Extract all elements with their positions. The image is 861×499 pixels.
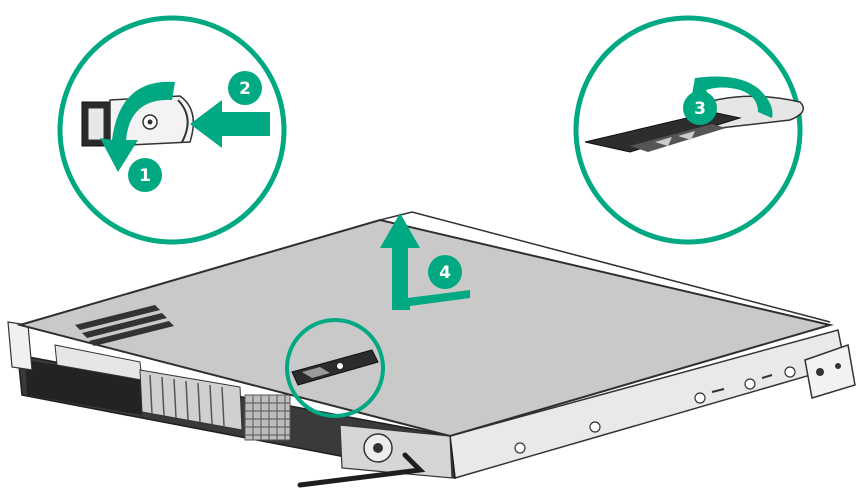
lift-up-arrow-icon — [380, 213, 470, 310]
callout-latch-open: 1 2 — [57, 15, 287, 245]
curved-up-arrow-icon — [690, 76, 773, 118]
callout-latch-lift: 3 — [573, 15, 805, 245]
step-4-number: 4 — [439, 263, 451, 283]
curved-arrow-icon — [100, 81, 175, 172]
side-screws — [514, 366, 796, 454]
drive-bay-ribs — [149, 374, 225, 427]
step-3-badge: 3 — [683, 91, 717, 125]
access-panel — [16, 211, 834, 438]
step-2-number: 2 — [239, 79, 251, 99]
step-3-number: 3 — [694, 99, 706, 119]
cover-latch-icon — [291, 349, 379, 386]
step-2-badge: 2 — [228, 71, 262, 105]
step-1-number: 1 — [139, 166, 151, 186]
step-1-badge: 1 — [128, 158, 162, 192]
straight-arrow-icon — [190, 100, 270, 148]
drive-bay-area — [139, 369, 243, 431]
rail-bracket — [804, 344, 856, 399]
access-panel-surface — [16, 218, 834, 438]
side-slots — [711, 374, 773, 393]
cover-vents — [75, 305, 174, 346]
server-chassis — [7, 321, 856, 488]
fan-grille — [244, 394, 291, 441]
power-cord — [297, 452, 426, 488]
latch-callout-circle — [285, 318, 385, 418]
left-rack-ear — [7, 321, 33, 371]
step-4-badge: 4 — [428, 255, 462, 289]
